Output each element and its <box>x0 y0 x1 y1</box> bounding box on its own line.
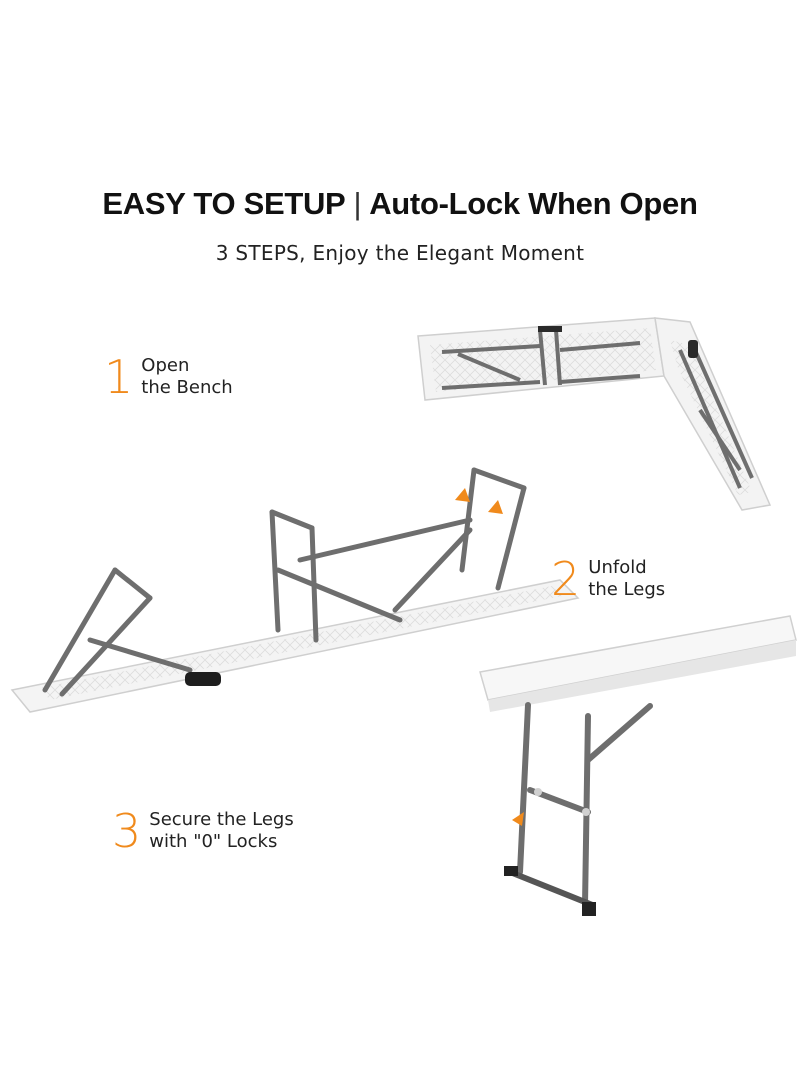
page-title: EASY TO SETUP|Auto-Lock When Open <box>0 186 800 222</box>
step-1: 1 Open the Bench <box>104 354 233 400</box>
step-3-number: 3 <box>112 804 142 858</box>
folded-bench-image <box>417 317 772 511</box>
step-3-line1: Secure the Legs <box>149 809 294 830</box>
step-2-line2: the Legs <box>588 579 666 600</box>
step-2-number: 2 <box>551 552 581 606</box>
step-1-line2: the Bench <box>141 377 233 398</box>
unfolding-bench-image <box>10 467 580 713</box>
title-left: EASY TO SETUP <box>102 186 346 221</box>
standing-bench-image <box>479 615 797 916</box>
step-2-line1: Unfold <box>588 557 647 578</box>
page-subtitle: 3 STEPS, Enjoy the Elegant Moment <box>215 241 585 265</box>
step-3-line2: with "0" Locks <box>149 831 278 852</box>
title-right: Auto-Lock When Open <box>369 186 698 221</box>
step-1-line1: Open <box>141 355 190 376</box>
step-2: 2 Unfold the Legs <box>551 556 665 602</box>
title-separator: | <box>353 186 362 221</box>
step-3: 3 Secure the Legs with "0" Locks <box>112 808 294 854</box>
step-1-number: 1 <box>104 350 134 404</box>
